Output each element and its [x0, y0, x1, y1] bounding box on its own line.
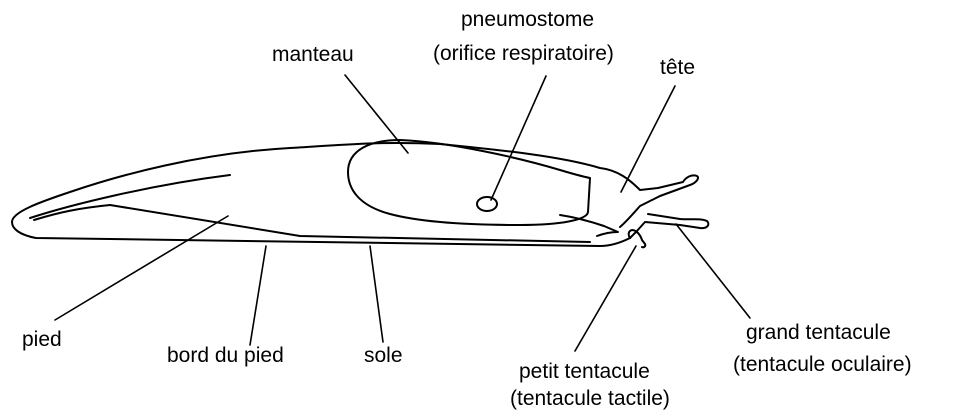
leader-manteau	[345, 75, 408, 153]
body-outline	[560, 215, 618, 236]
label-pied: pied	[22, 328, 62, 351]
foot-edge-line	[34, 205, 590, 242]
label-grand-tentacule: grand tentacule	[746, 321, 891, 344]
leader-petit-tentacule	[575, 246, 636, 351]
leader-pied	[55, 216, 228, 320]
label-grand-tentacule-sub: (tentacule oculaire)	[733, 353, 912, 376]
label-pneumostome: pneumostome	[461, 8, 594, 31]
label-tete: tête	[660, 56, 695, 79]
label-manteau: manteau	[272, 43, 354, 66]
label-sole: sole	[364, 344, 403, 367]
head-lower-outline	[630, 214, 708, 238]
mantle	[348, 140, 590, 225]
leader-pneumostome	[491, 76, 546, 200]
leader-bord-du-pied	[250, 246, 266, 345]
label-petit-tentacule: petit tentacule	[519, 360, 650, 383]
pneumostome	[477, 197, 497, 211]
mantle-outline	[348, 140, 590, 225]
leader-tete	[621, 86, 675, 192]
foot-inner-contour	[30, 175, 230, 218]
leader-grand-tentacule	[676, 224, 750, 318]
label-bord-du-pied: bord du pied	[167, 344, 284, 367]
labels: manteau pneumostome (orifice respiratoir…	[22, 8, 912, 410]
label-pneumostome-sub: (orifice respiratoire)	[433, 42, 614, 65]
leader-sole	[370, 246, 383, 342]
slug-body	[12, 143, 708, 247]
label-petit-tentacule-sub: (tentacule tactile)	[510, 387, 670, 410]
small-tentacle	[629, 230, 646, 247]
